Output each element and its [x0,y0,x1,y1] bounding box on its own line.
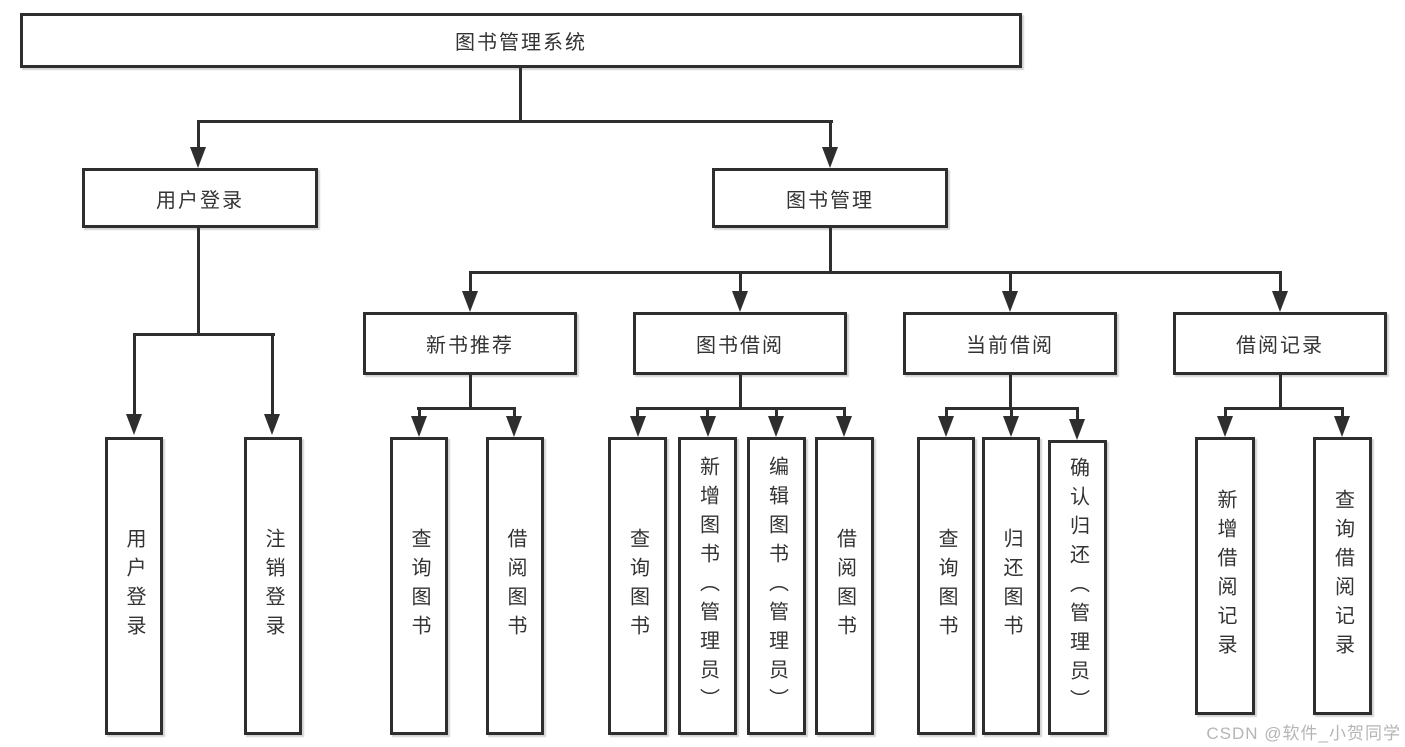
arrow-down-icon [264,414,280,435]
leaf-borrow-add-books-admin: 新增图书（管理员） [678,437,737,735]
connector-line [1010,407,1013,418]
arrow-down-icon [768,416,784,437]
arrow-down-icon [1272,291,1288,312]
arrow-down-icon [411,416,427,437]
node-library-management-system: 图书管理系统 [20,13,1022,68]
arrow-down-icon [462,291,478,312]
connector-line [197,228,200,336]
node-new-book-recommend: 新书推荐 [363,312,577,375]
leaf-user-login: 用户登录 [105,437,163,735]
arrow-down-icon [700,416,716,437]
connector-line [829,228,832,273]
connector-line [706,407,709,418]
connector-line [1224,407,1344,410]
arrow-down-icon [938,416,954,437]
connector-line [197,120,833,123]
connector-line [519,67,522,121]
node-borrow-records: 借阅记录 [1173,312,1387,375]
connector-line [133,333,275,336]
arrow-down-icon [1217,416,1233,437]
arrow-down-icon [822,147,838,168]
connector-line [829,120,832,149]
connector-line [1076,407,1079,420]
node-book-borrow: 图书借阅 [633,312,847,375]
node-current-borrow: 当前借阅 [903,312,1117,375]
connector-line [1009,375,1012,409]
csdn-watermark: CSDN @软件_小贺同学 [1206,724,1401,743]
leaf-current-return-books: 归还图书 [982,437,1040,735]
connector-line [843,407,846,418]
leaf-current-query-books: 查询图书 [917,437,975,735]
connector-line [636,407,845,410]
arrow-down-icon [1069,419,1085,440]
connector-line [1279,271,1282,293]
connector-line [197,120,200,149]
node-user-login: 用户登录 [82,168,318,228]
arrow-down-icon [836,416,852,437]
leaf-borrow-edit-books-admin: 编辑图书（管理员） [747,437,806,735]
connector-line [1009,271,1012,293]
arrow-down-icon [126,414,142,435]
connector-line [469,375,472,409]
connector-line [1224,407,1227,418]
connector-line [739,271,742,293]
leaf-logout: 注销登录 [244,437,302,735]
connector-line [417,407,516,410]
connector-line [271,333,274,416]
node-book-management: 图书管理 [712,168,948,228]
arrow-down-icon [1002,291,1018,312]
connector-line [133,333,136,416]
leaf-recommend-borrow-books: 借阅图书 [486,437,544,735]
leaf-current-confirm-return-admin: 确认归还（管理员） [1048,440,1107,735]
arrow-down-icon [1334,416,1350,437]
connector-line [1341,407,1344,418]
connector-line [513,407,516,418]
connector-line [775,407,778,418]
leaf-records-query-record: 查询借阅记录 [1313,437,1372,715]
connector-line [739,375,742,409]
leaf-recommend-query-books: 查询图书 [390,437,448,735]
leaf-records-add-record: 新增借阅记录 [1195,437,1255,715]
arrow-down-icon [506,416,522,437]
leaf-borrow-borrow-books: 借阅图书 [815,437,874,735]
connector-line [469,271,1282,274]
connector-line [945,407,948,418]
connector-line [1279,375,1282,409]
connector-line [418,407,421,418]
arrow-down-icon [630,416,646,437]
connector-line [469,271,472,293]
connector-line [636,407,639,418]
arrow-down-icon [190,147,206,168]
leaf-borrow-query-books: 查询图书 [608,437,667,735]
arrow-down-icon [732,291,748,312]
arrow-down-icon [1003,416,1019,437]
